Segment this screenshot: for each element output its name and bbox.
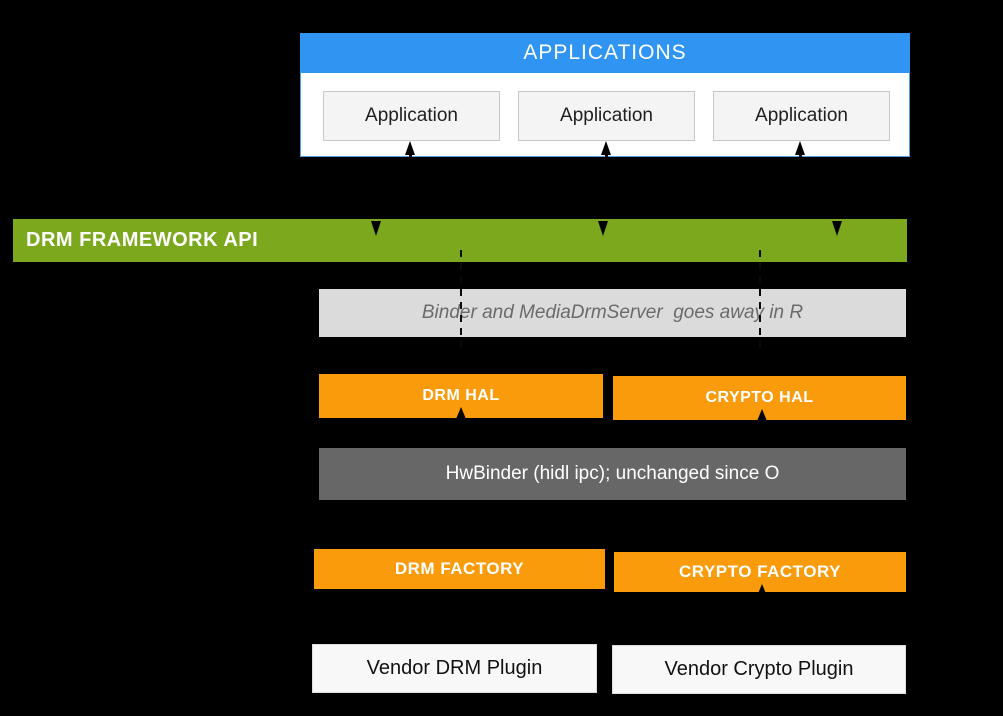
arrow-up-icon [601, 141, 611, 155]
drm-framework-api-label: DRM FRAMEWORK API [26, 229, 259, 251]
arrow-up-icon [405, 141, 415, 155]
drm-framework-api-bar: DRM FRAMEWORK API [13, 219, 907, 262]
arrow-up-icon [456, 407, 466, 419]
vendor-drm-plugin-box: Vendor DRM Plugin [312, 644, 597, 693]
arrow-up-icon [757, 584, 767, 596]
binder-deprecation-note: Binder and MediaDrmServer goes away in R [319, 289, 906, 337]
arrow-down-icon [371, 221, 381, 236]
arrow-shaft [799, 153, 802, 171]
arrow-down-icon [832, 221, 842, 236]
arrow-shaft [605, 153, 608, 171]
hwbinder-box: HwBinder (hidl ipc); unchanged since O [319, 448, 906, 500]
arrow-up-icon [757, 409, 767, 421]
application-box-2: Application [518, 91, 695, 141]
arrow-down-icon [598, 221, 608, 236]
application-box-1: Application [323, 91, 500, 141]
dashed-line [460, 250, 462, 352]
applications-header: APPLICATIONS [300, 33, 910, 73]
arrow-up-icon [795, 141, 805, 155]
application-box-3: Application [713, 91, 890, 141]
drm-factory-box: DRM FACTORY [314, 549, 605, 589]
arrow-shaft [409, 153, 412, 171]
dashed-line [759, 250, 761, 352]
vendor-crypto-plugin-box: Vendor Crypto Plugin [612, 645, 906, 694]
